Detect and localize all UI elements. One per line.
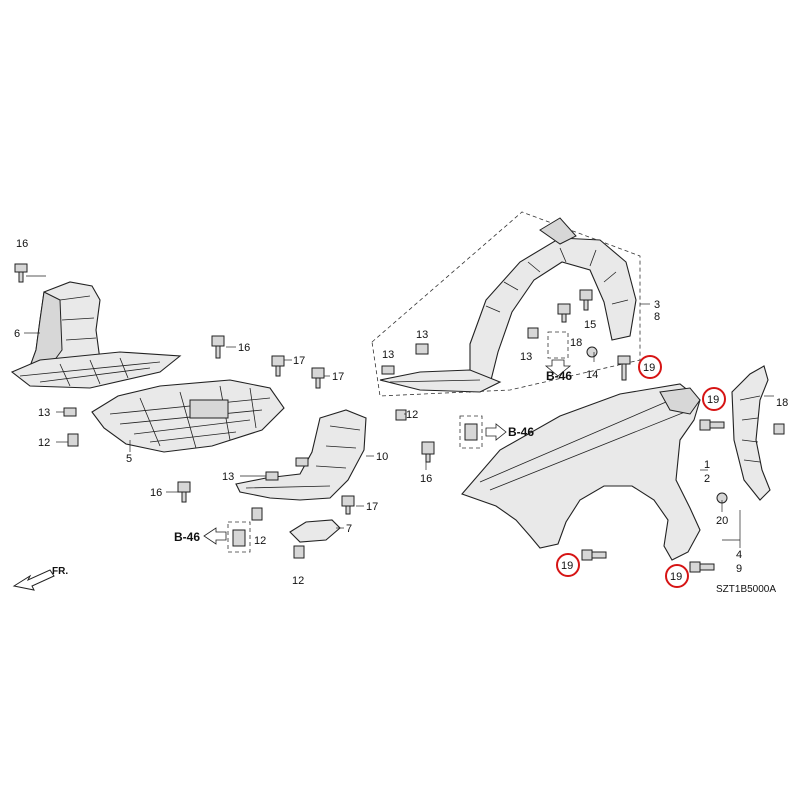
callout-18a: 18 [570,337,582,349]
callout-16d: 16 [420,473,432,485]
callout-7: 7 [346,523,352,535]
part-6-splash-shield [10,281,182,389]
callout-18b: 18 [776,397,788,409]
ref-b46-right: B-46 [508,425,534,439]
part-4-9-bracket [731,365,771,501]
highlight-19-d: 19 [665,564,689,588]
callout-6: 6 [14,328,20,340]
diagram-code: SZT1B5000A [716,584,776,595]
highlight-19-a: 19 [638,355,662,379]
bolt-19d-icon [689,561,715,573]
callout-16c: 16 [150,487,162,499]
callout-12b: 12 [254,535,266,547]
part-5-under-cover [91,379,285,453]
ref-b46-left: B-46 [174,530,200,544]
callout-14: 14 [586,369,598,381]
part-7-bracket [289,519,341,543]
front-label: FR. [52,566,68,577]
part-3-8-fender-liner [379,217,637,393]
svg-text:19: 19 [561,560,573,572]
highlight-19-b: 19 [702,387,726,411]
clip-13-icon [63,407,77,417]
fender-liner-dashed-enclosure [371,211,641,397]
ref-b46-down: B-46 [546,369,572,383]
callout-10: 10 [376,451,388,463]
clip-detail-box-2 [459,415,483,449]
clip-16b-icon [177,481,191,503]
callout-17a: 17 [293,355,305,367]
callout-13e: 13 [520,351,532,363]
svg-text:19: 19 [670,571,682,583]
svg-text:19: 19 [643,362,655,374]
callout-5: 5 [126,453,132,465]
clip-12-group-icon [251,409,407,559]
clip-12-icon [67,433,79,447]
callout-12c: 12 [292,575,304,587]
svg-text:19: 19 [707,394,719,406]
callout-4: 4 [736,549,742,561]
callout-12d: 12 [406,409,418,421]
clip-detail-box [227,521,251,553]
bolt-19c-icon [699,419,725,431]
clip-detail-icon [232,529,246,547]
clip-detail-icon-2 [464,423,478,441]
clip-16-icon [211,335,225,359]
nut-14-icon [586,346,598,358]
callout-12a: 12 [38,437,50,449]
callout-17b: 17 [332,371,344,383]
leader-lines [24,275,774,548]
callout-13b: 13 [222,471,234,483]
ref-arrow-left [203,527,227,545]
callout-3: 3 [654,299,660,311]
part-10-side-cover [235,409,367,501]
callout-15: 15 [584,319,596,331]
callout-17c: 17 [366,501,378,513]
clip-18b-icon [773,423,785,435]
callout-13a: 13 [38,407,50,419]
ref-arrow-right [485,423,507,441]
clip-17-icon [271,355,325,389]
callout-13c: 13 [416,329,428,341]
bolt-19b-icon [581,549,607,561]
clip-13c-icon [381,327,539,375]
callout-20: 20 [716,515,728,527]
clip-15-icon [557,289,593,323]
ref-arrow-down [544,359,572,377]
callout-16b: 16 [238,342,250,354]
callout-2: 2 [704,473,710,485]
callout-13d: 13 [382,349,394,361]
clip-17c-icon [341,495,355,515]
bolt-19a-icon [617,355,631,381]
callout-8: 8 [654,311,660,323]
part-1-2-front-fender [461,383,701,561]
highlight-19-c: 19 [556,553,580,577]
callout-9: 9 [736,563,742,575]
clip-16c-icon [421,441,435,463]
clip-detail-box-3 [547,331,569,359]
callout-16a: 16 [16,238,28,250]
callout-1: 1 [704,459,710,471]
bolt-16-icon [14,263,28,283]
front-direction-arrow: FR. [12,566,68,591]
